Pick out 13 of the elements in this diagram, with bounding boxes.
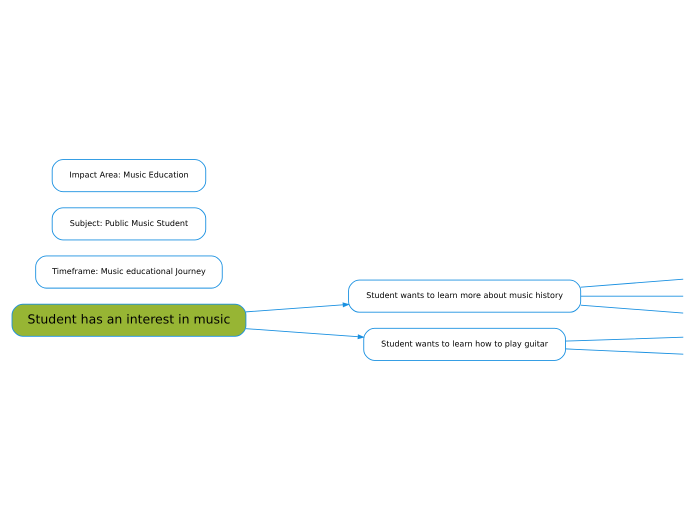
connector	[580, 296, 684, 297]
node-box: Student wants to learn how to play guitar	[363, 328, 566, 361]
connector	[565, 336, 684, 342]
arrow	[245, 328, 365, 340]
node-box: Subject: Public Music Student	[52, 207, 206, 240]
connector	[565, 348, 684, 355]
node-box: Student wants to learn more about music history	[348, 280, 582, 313]
node-box: Timeframe: Music educational Journey	[35, 256, 223, 289]
connector	[580, 278, 684, 288]
arrow	[245, 302, 350, 312]
node-box: Student has an interest in music	[12, 304, 246, 337]
node-box: Impact Area: Music Education	[52, 159, 206, 192]
connector	[580, 304, 684, 314]
